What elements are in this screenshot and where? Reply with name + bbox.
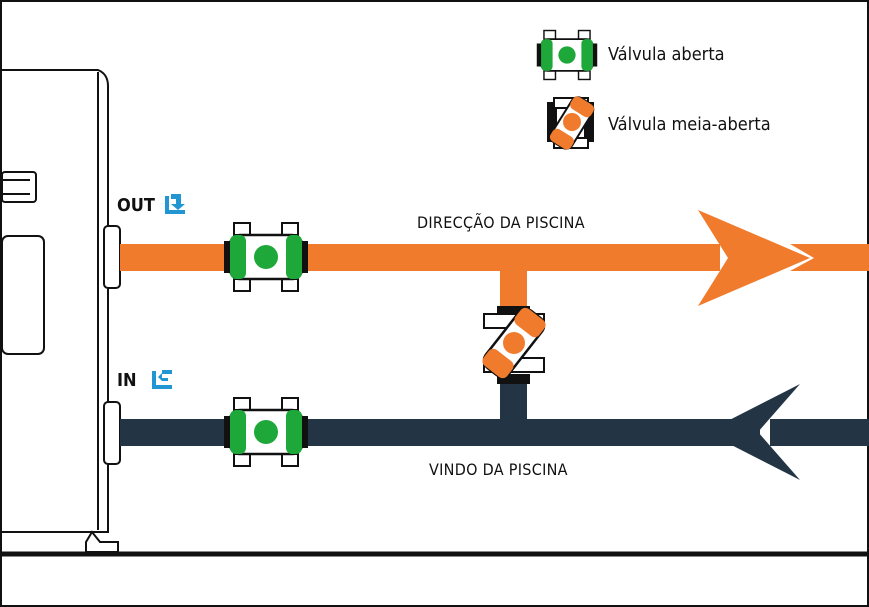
in-port-label: IN [117,370,137,391]
to-pool-pipe-continuation [790,244,869,271]
legend-half-open-valve-icon [547,96,595,150]
bypass-valve-half-open [482,306,546,384]
to-pool-arrow-head [698,210,810,306]
from-pool-label: VINDO DA PISCINA [429,460,568,479]
out-arrow-icon [165,194,185,214]
legend-half-open-valve-label: Válvula meia-aberta [608,114,771,135]
heat-pump-unit [1,69,121,553]
legend-open-valve-label: Válvula aberta [608,44,725,65]
outlet-pipe [120,210,869,313]
out-port-label: OUT [117,195,155,216]
in-arrow-icon [152,370,172,389]
to-pool-label: DIRECÇÃO DA PISCINA [417,213,585,232]
from-pool-arrow-head [706,384,800,480]
